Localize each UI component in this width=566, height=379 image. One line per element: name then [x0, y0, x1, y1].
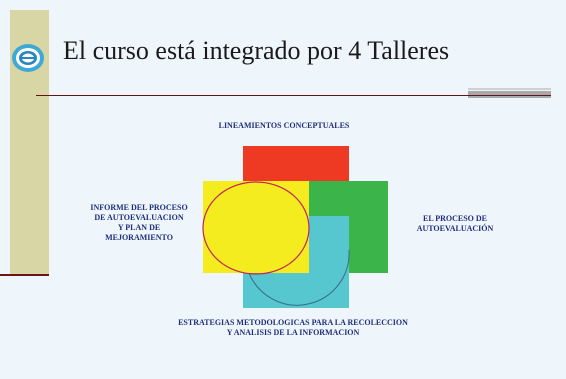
- title-accent-bar-light: [468, 88, 551, 90]
- label-proceso: EL PROCESO DE AUTOEVALUACIÓN: [416, 214, 494, 233]
- page-title: El curso está integrado por 4 Talleres: [63, 36, 450, 65]
- title-accent-bar: [468, 91, 551, 98]
- label-informe: INFORME DEL PROCESO DE AUTOEVALUACION Y …: [90, 203, 188, 242]
- workshop-cyan-circle-outline: [248, 249, 350, 306]
- workshop-yellow-block: [203, 181, 309, 273]
- title-underline: [36, 95, 551, 96]
- workshop-yellow-circle: [202, 181, 310, 275]
- workshop-red-block: [243, 146, 349, 181]
- label-estrategias: ESTRATEGIAS METODOLOGICAS PARA LA RECOLE…: [178, 318, 408, 337]
- label-lineamientos: LINEAMIENTOS CONCEPTUALES: [218, 121, 350, 130]
- side-decoration-line: [0, 274, 49, 276]
- logo-icon: [12, 44, 44, 72]
